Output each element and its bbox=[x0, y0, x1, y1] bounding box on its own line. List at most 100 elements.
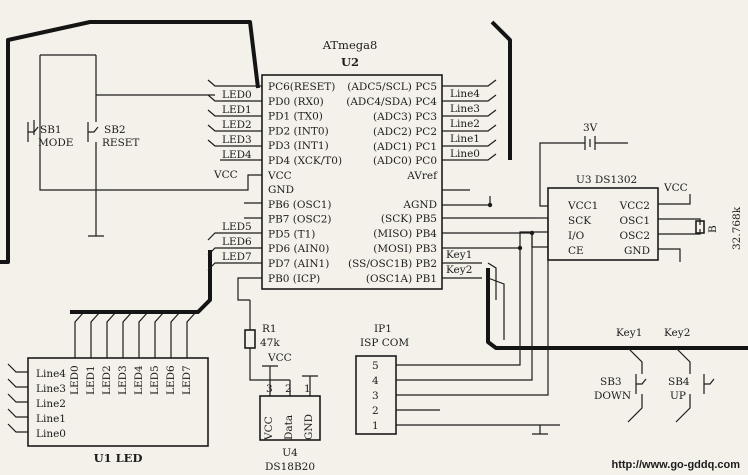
u1-display: Line4 Line3 Line2 Line1 Line0 LED0 LED1 … bbox=[7, 311, 209, 465]
ip1-connector: IP1 ISP COM 5 4 3 2 1 bbox=[355, 218, 560, 435]
sb2-switch: SB2 RESET bbox=[39, 54, 215, 237]
u4-pin1: 1 bbox=[304, 383, 311, 395]
battery-label: 3V bbox=[583, 122, 598, 134]
sb3-ref: SB3 bbox=[600, 376, 622, 388]
u2-right-pin: (SS/OSC1B) PB2 bbox=[348, 258, 437, 270]
u3-pin-gnd: GND bbox=[624, 245, 650, 257]
u2-right-pin: (OSC1A) PB1 bbox=[366, 273, 437, 285]
u2-right-pin: (ADC0) PC0 bbox=[373, 155, 437, 167]
led-bus bbox=[0, 20, 260, 264]
u2-right-pin: AGND bbox=[402, 199, 437, 211]
net-line3: Line3 bbox=[450, 103, 480, 115]
u1-led6: LED6 bbox=[165, 365, 177, 395]
u2-part-label: ATmega8 bbox=[322, 38, 378, 52]
u2-right-pin: (ADC5/SCL) PC5 bbox=[347, 81, 437, 93]
u1-line1: Line1 bbox=[36, 413, 66, 425]
u1-line2: Line2 bbox=[36, 398, 66, 410]
u1-line0: Line0 bbox=[36, 428, 66, 440]
u2-left-pin: PB0 (ICP) bbox=[268, 273, 320, 285]
net-led3: LED3 bbox=[222, 134, 252, 146]
u2-right-wiring: Line4 Line3 Line2 Line1 Line0 Key1 Key2 bbox=[442, 79, 548, 279]
u2-right-pin: (ADC3) PC3 bbox=[373, 111, 437, 123]
u1-line4: Line4 bbox=[36, 368, 66, 380]
u2-left-pin: PD3 (INT1) bbox=[268, 140, 329, 152]
u2-left-pin: PB7 (OSC2) bbox=[268, 214, 332, 226]
ip1-name: ISP COM bbox=[360, 337, 409, 349]
ip1-pin2: 2 bbox=[372, 405, 379, 417]
key1-label: Key1 bbox=[616, 327, 642, 339]
u2-left-pin: PD0 (RX0) bbox=[268, 96, 324, 108]
net-led6: LED6 bbox=[222, 236, 252, 248]
u2-body bbox=[261, 74, 443, 290]
sb4-name: UP bbox=[670, 390, 686, 402]
sb4-ref: SB4 bbox=[668, 376, 690, 388]
net-line1: Line1 bbox=[450, 133, 480, 145]
u3-pin-sck: SCK bbox=[568, 215, 591, 227]
u1-led0: LED0 bbox=[69, 365, 81, 395]
u2-left-pin: PD5 (T1) bbox=[268, 228, 315, 240]
u2-ref-label: U2 bbox=[341, 55, 359, 69]
u4-pin-data: Data bbox=[283, 415, 295, 440]
ip1-pin5: 5 bbox=[372, 360, 379, 372]
r1-resistor: R1 47k VCC bbox=[244, 300, 292, 396]
net-key1: Key1 bbox=[446, 249, 472, 261]
u1-led7: LED7 bbox=[181, 365, 193, 395]
u3-pin-ce: CE bbox=[568, 245, 584, 257]
u4-pin3: 3 bbox=[266, 383, 273, 395]
u2-left-pin: PD6 (AIN0) bbox=[268, 243, 329, 255]
crystal bbox=[695, 220, 705, 234]
sb3-name: DOWN bbox=[594, 390, 631, 402]
u2-left-pin: PD7 (AIN1) bbox=[268, 258, 329, 270]
key-switches: Key1 Key2 SB3 DOWN SB4 UP bbox=[487, 262, 715, 423]
sb2-name: RESET bbox=[102, 137, 139, 149]
u3-pin-osc1: OSC1 bbox=[619, 215, 650, 227]
r1-value: 47k bbox=[260, 337, 280, 349]
u3-vcc-label: VCC bbox=[663, 182, 688, 194]
u2-left-pin: VCC bbox=[267, 170, 292, 182]
u2-right-pin: (SCK) PB5 bbox=[381, 213, 437, 225]
u2-left-wiring: LED0 LED1 LED2 LED3 LED4 VCC LED5 LED6 L… bbox=[39, 79, 262, 301]
u4-pin-gnd: GND bbox=[303, 414, 315, 440]
u2-right-pin: (ADC2) PC2 bbox=[373, 126, 437, 138]
u3-pin-osc2: OSC2 bbox=[619, 230, 650, 242]
ip1-pin1: 1 bbox=[372, 420, 379, 432]
key2-label: Key2 bbox=[664, 327, 690, 339]
r1-vcc: VCC bbox=[267, 352, 292, 364]
r1-body bbox=[244, 329, 256, 349]
net-led1: LED1 bbox=[222, 104, 252, 116]
u1-led-pins: LED0 LED1 LED2 LED3 LED4 LED5 LED6 LED7 bbox=[69, 365, 193, 395]
sb1-switch: SB1 MODE bbox=[27, 120, 73, 149]
net-led5: LED5 bbox=[222, 221, 252, 233]
ip1-pin4: 4 bbox=[372, 375, 379, 387]
u2-right-pin: (MISO) PB4 bbox=[373, 228, 437, 240]
u4-chip: VCC Data GND 3 2 1 U4 DS18B20 bbox=[259, 375, 321, 473]
net-led7: LED7 bbox=[222, 251, 252, 263]
watermark: http://www.go-gddq.com bbox=[611, 459, 740, 471]
sb1-name: MODE bbox=[38, 137, 73, 149]
u1-line3: Line3 bbox=[36, 383, 66, 395]
net-line0: Line0 bbox=[450, 148, 480, 160]
u2-right-pin: AVref bbox=[406, 170, 438, 182]
u1-led4: LED4 bbox=[133, 365, 145, 395]
u2-chip: ATmega8 U2 PC6(RESET)PD0 (RX0)PD1 (TX0)P… bbox=[261, 38, 443, 290]
u4-pin-vcc: VCC bbox=[263, 416, 275, 441]
u2-left-pin: PC6(RESET) bbox=[268, 81, 335, 93]
net-led4: LED4 bbox=[222, 149, 252, 161]
led-bus-lower bbox=[70, 250, 212, 314]
u1-title: U1 LED bbox=[94, 451, 143, 465]
ip1-ref: IP1 bbox=[374, 323, 392, 335]
u1-led5: LED5 bbox=[149, 365, 161, 395]
u2-right-pins: (ADC5/SCL) PC5 (ADC4/SDA) PC4 (ADC3) PC3 (A… bbox=[346, 81, 438, 285]
u3-pin-vcc1: VCC1 bbox=[567, 200, 598, 212]
u2-right-pin: (MOSI) PB3 bbox=[373, 243, 437, 255]
net-line2: Line2 bbox=[450, 118, 480, 130]
u3-pin-vcc2: VCC2 bbox=[619, 200, 650, 212]
u2-right-pin: (ADC4/SDA) PC4 bbox=[346, 96, 437, 108]
r1-ref: R1 bbox=[262, 323, 277, 335]
u2-left-pin: GND bbox=[268, 184, 294, 196]
net-led0: LED0 bbox=[222, 89, 252, 101]
u2-left-pin: PD2 (INT0) bbox=[268, 125, 329, 137]
sb1-ref: SB1 bbox=[40, 124, 62, 136]
u3-title: U3 DS1302 bbox=[576, 174, 637, 186]
ip1-pin3: 3 bbox=[372, 390, 379, 402]
